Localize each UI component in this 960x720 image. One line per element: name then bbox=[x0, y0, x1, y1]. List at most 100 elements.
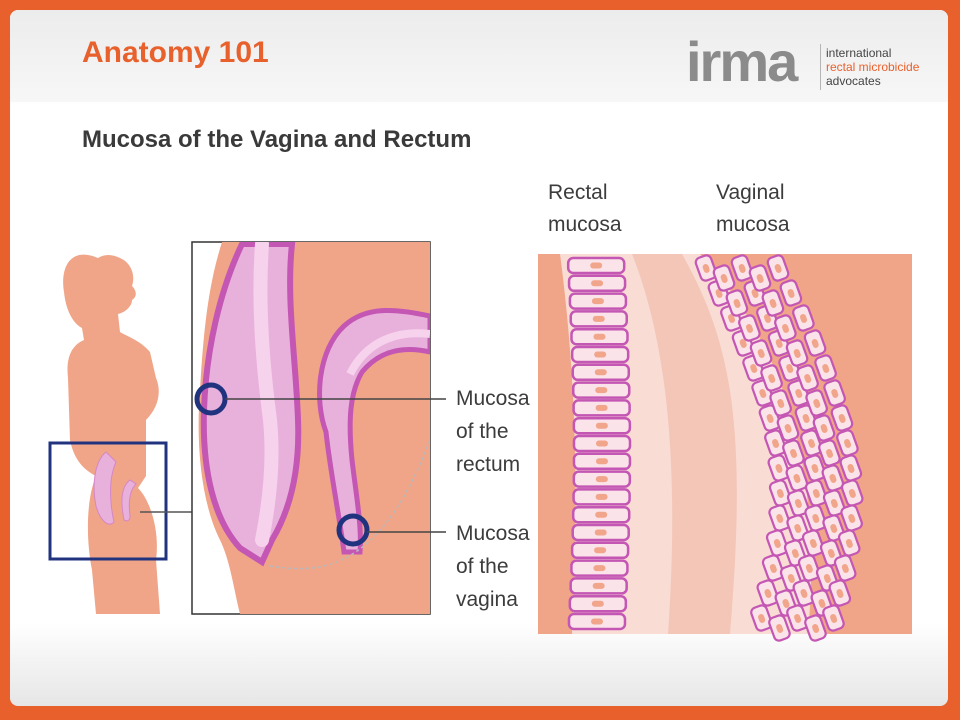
vaginal-cell bbox=[800, 429, 823, 457]
vaginal-cell bbox=[823, 379, 846, 407]
rectal-cell-nucleus bbox=[595, 404, 608, 411]
vaginal-cell bbox=[750, 604, 773, 632]
rectal-cell-nucleus bbox=[595, 440, 608, 447]
vaginal-cell bbox=[785, 464, 809, 492]
mini-vagina bbox=[121, 479, 137, 522]
vaginal-cell bbox=[785, 339, 809, 367]
rectal-epithelium bbox=[566, 256, 632, 631]
rectal-cell-nucleus bbox=[591, 280, 604, 287]
vaginal-cell bbox=[769, 389, 792, 417]
logo-line-2: rectal microbicide bbox=[826, 60, 920, 74]
vaginal-cell bbox=[818, 439, 841, 467]
rectal-submucosa bbox=[538, 254, 576, 634]
vaginal-cell bbox=[792, 304, 815, 332]
vaginal-cell bbox=[725, 289, 749, 317]
vaginal-cell bbox=[804, 614, 827, 642]
vaginal-cell bbox=[766, 254, 790, 282]
rectal-cell-nucleus bbox=[594, 529, 607, 536]
vaginal-cell bbox=[804, 479, 828, 507]
vaginal-cell bbox=[786, 514, 809, 542]
vaginal-cell bbox=[786, 489, 810, 517]
vaginal-cell bbox=[776, 414, 800, 442]
vaginal-cell bbox=[805, 389, 828, 417]
rectal-cell-nucleus bbox=[590, 262, 603, 269]
rectal-cell-nucleus bbox=[592, 582, 605, 589]
vaginal-cell bbox=[774, 314, 797, 342]
rectal-cell-nucleus bbox=[591, 600, 604, 607]
rectal-cell-nucleus bbox=[593, 565, 606, 572]
vaginal-cell bbox=[786, 604, 809, 632]
vaginal-cell bbox=[748, 264, 772, 292]
vaginal-cell bbox=[764, 429, 787, 457]
vaginal-cell bbox=[768, 614, 791, 642]
vaginal-epithelium bbox=[694, 254, 864, 642]
rectal-cell-nucleus bbox=[593, 333, 606, 340]
rectal-cell-nucleus bbox=[595, 511, 608, 518]
vaginal-cell bbox=[751, 379, 774, 407]
vaginal-cell bbox=[738, 314, 761, 342]
vaginal-cell bbox=[756, 579, 780, 607]
mini-rectum bbox=[93, 451, 117, 525]
vaginal-cell bbox=[779, 279, 803, 307]
vaginal-cell bbox=[822, 489, 846, 517]
vaginal-cell bbox=[797, 554, 821, 582]
label-vaginal-mucosa-column: Vaginal mucosa bbox=[716, 181, 790, 236]
vaginal-cell bbox=[712, 264, 736, 292]
vagina-mucosa-marker bbox=[336, 513, 370, 547]
vaginal-cell bbox=[782, 439, 805, 467]
irma-logo: irma international rectal microbicide ad… bbox=[686, 34, 946, 100]
rectal-cell-nucleus bbox=[594, 351, 607, 358]
rectal-cell-nucleus bbox=[595, 387, 608, 394]
rectal-cell-nucleus bbox=[595, 422, 608, 429]
rectal-cell-nucleus bbox=[594, 547, 607, 554]
vaginal-cell bbox=[761, 289, 785, 317]
body-outline bbox=[63, 254, 160, 615]
vaginal-cell bbox=[822, 514, 845, 542]
vaginal-cell bbox=[760, 364, 783, 392]
vaginal-cell bbox=[742, 354, 765, 382]
vaginal-cell bbox=[803, 329, 827, 357]
vaginal-cell bbox=[821, 464, 845, 492]
mucosa-detail-panel bbox=[538, 254, 912, 642]
logo-line-1: international bbox=[826, 46, 892, 60]
vaginal-cell bbox=[814, 354, 837, 382]
interstitial-tissue bbox=[632, 254, 737, 634]
label-mucosa-vagina: Mucosa of the vagina bbox=[456, 522, 535, 611]
slide-title: Anatomy 101 bbox=[82, 36, 269, 69]
rectal-cell-nucleus bbox=[591, 298, 604, 305]
rectum-lumen bbox=[253, 242, 279, 547]
vaginal-cell bbox=[694, 254, 718, 282]
logo-divider bbox=[820, 44, 821, 90]
vaginal-cell bbox=[836, 429, 859, 457]
rectal-cell-nucleus bbox=[595, 458, 608, 465]
perineum-outline bbox=[269, 439, 430, 570]
vaginal-cell bbox=[796, 364, 819, 392]
vaginal-cell bbox=[840, 479, 864, 507]
vaginal-cell bbox=[792, 579, 816, 607]
vaginal-cell bbox=[837, 529, 861, 557]
rectal-cell-nucleus bbox=[595, 493, 608, 500]
vaginal-cell bbox=[765, 529, 789, 557]
vaginal-cell bbox=[828, 579, 852, 607]
vaginal-cell bbox=[768, 479, 792, 507]
logo-line-3: advocates bbox=[826, 74, 881, 88]
vaginal-cell bbox=[833, 554, 857, 582]
slide-header: Anatomy 101 irma international rectal mi… bbox=[10, 10, 948, 102]
logo-word: irma bbox=[686, 30, 798, 93]
vaginal-cell bbox=[767, 454, 791, 482]
vaginal-cell bbox=[803, 454, 827, 482]
logo-tagline: international rectal microbicide advocat… bbox=[826, 46, 919, 88]
vaginal-cell bbox=[749, 339, 773, 367]
pelvis-cross-section bbox=[191, 241, 446, 615]
rectal-cell-nucleus bbox=[595, 476, 608, 483]
rectal-cell-nucleus bbox=[594, 369, 607, 376]
vaginal-cell bbox=[761, 554, 785, 582]
rectal-cell-nucleus bbox=[590, 618, 603, 625]
vaginal-cell bbox=[839, 454, 863, 482]
body-silhouette bbox=[48, 254, 192, 615]
diagram-heading: Mucosa of the Vagina and Rectum bbox=[82, 126, 472, 153]
vaginal-cell bbox=[822, 604, 845, 632]
vaginal-cell bbox=[768, 504, 791, 532]
vaginal-cell bbox=[801, 529, 825, 557]
